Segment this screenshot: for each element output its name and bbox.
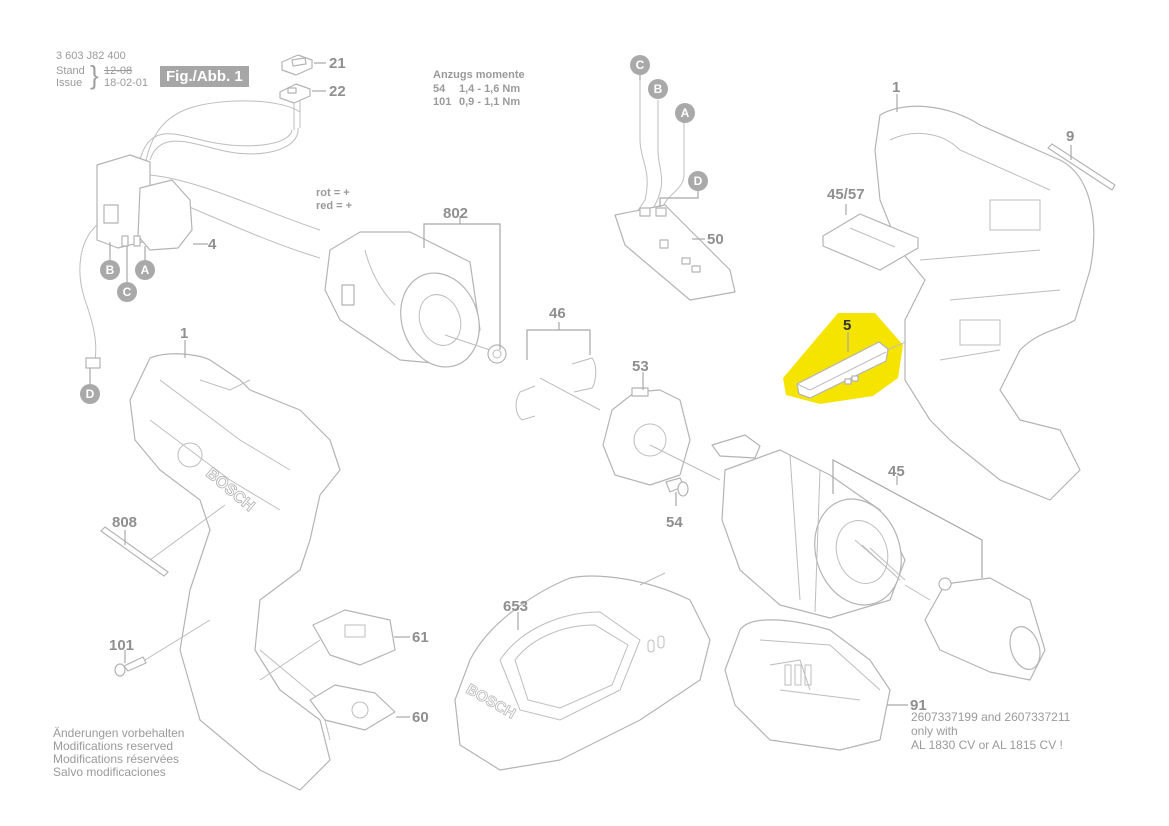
wire: [79, 224, 98, 361]
cable-plug: [85, 357, 101, 369]
wire: [149, 127, 299, 161]
wire-note-line: rot = +: [316, 187, 350, 199]
connector-badge-a: A: [675, 103, 695, 123]
part-46-clip[interactable]: [515, 385, 536, 421]
assembly-line: [539, 377, 601, 411]
part-number-54[interactable]: 54: [666, 514, 683, 531]
part-number-808[interactable]: 808: [112, 514, 137, 531]
part-number-45[interactable]: 45: [888, 463, 905, 480]
part-number-61[interactable]: 61: [412, 629, 429, 646]
part-45-gearbox[interactable]: [711, 434, 915, 619]
wire-note-line: red = +: [316, 200, 353, 212]
part-61-contact-holder[interactable]: [312, 609, 396, 666]
part-number-5[interactable]: 5: [843, 317, 851, 334]
connector-badge-d: D: [80, 384, 100, 404]
connector-badge-c: C: [117, 282, 137, 302]
footer-note-line: Modifications reserved: [53, 739, 174, 753]
battery-note-line: only with: [911, 724, 958, 738]
brace-icon: }: [90, 60, 99, 90]
part-46-clip[interactable]: [571, 357, 597, 393]
part-number-4[interactable]: 4: [208, 236, 217, 253]
part-5-cover-plate[interactable]: [796, 341, 889, 399]
figure-badge: Fig./Abb. 1: [160, 66, 249, 87]
part-802-motor[interactable]: [324, 231, 492, 378]
part-653-charger[interactable]: [454, 572, 711, 771]
part-50-circuit-board[interactable]: [614, 204, 736, 301]
leader-bracket: [832, 458, 983, 578]
footer-note-line: Modifications réservées: [53, 752, 180, 766]
wire-a: [661, 118, 685, 211]
part-54-screw[interactable]: [665, 477, 689, 497]
torque-row-part: 101: [433, 96, 452, 108]
part-number-45-57[interactable]: 45/57: [827, 186, 865, 203]
svg-text:D: D: [86, 387, 95, 401]
part-number-653[interactable]: 653: [503, 598, 528, 615]
svg-text:A: A: [141, 263, 150, 277]
torque-row-value: 1,4 - 1,6 Nm: [459, 83, 521, 95]
battery-note-line: AL 1830 CV or AL 1815 CV !: [911, 738, 1063, 752]
torque-title: Anzugs momente: [433, 69, 525, 81]
part-1-right-housing-half[interactable]: [874, 105, 1095, 501]
part-number-50[interactable]: 50: [707, 231, 724, 248]
leader-bracket: [423, 223, 501, 350]
connector-badge-c: C: [630, 55, 650, 75]
leader-bracket: [526, 329, 591, 360]
torque-row-value: 0,9 - 1,1 Nm: [459, 96, 521, 108]
footer-note-line: Änderungen vorbehalten: [53, 726, 185, 740]
svg-text:B: B: [654, 82, 663, 96]
issue-value: 18-02-01: [104, 77, 149, 89]
part-number-802[interactable]: 802: [443, 205, 468, 222]
wire-c: [634, 80, 648, 216]
connector-badge-b: B: [100, 260, 120, 280]
torque-row-part: 54: [433, 83, 446, 95]
wire: [149, 174, 321, 231]
svg-text:B: B: [106, 263, 115, 277]
part-number-60[interactable]: 60: [412, 709, 429, 726]
assembly-line: [649, 444, 721, 481]
svg-text:A: A: [681, 106, 690, 120]
svg-text:C: C: [636, 58, 645, 72]
connector-badge-b: B: [648, 79, 668, 99]
part-number-53[interactable]: 53: [632, 358, 649, 375]
svg-text:D: D: [694, 174, 703, 188]
part-number-101[interactable]: 101: [109, 637, 134, 654]
assembly-line: [259, 639, 321, 681]
part-number-46[interactable]: 46: [549, 305, 566, 322]
part-number-91[interactable]: 91: [910, 697, 927, 714]
motor-pinion-gear: [487, 344, 507, 364]
part-45-57-slider[interactable]: [822, 213, 919, 271]
document-number: 3 603 J82 400: [56, 50, 126, 62]
svg-text:C: C: [123, 285, 132, 299]
part-4-switch[interactable]: [96, 154, 193, 251]
leader-line: [659, 190, 699, 207]
part-808-strip[interactable]: [100, 526, 169, 577]
stand-value: 12-08: [104, 65, 133, 77]
part-number-9[interactable]: 9: [1066, 128, 1074, 145]
connector-badge-d: D: [688, 171, 708, 191]
assembly-line: [904, 584, 931, 601]
wire: [144, 100, 301, 166]
part-number-22[interactable]: 22: [329, 83, 346, 100]
issue-label: Issue: [56, 77, 83, 89]
part-number-21[interactable]: 21: [329, 55, 346, 72]
wire: [139, 129, 293, 161]
part-60-contact-holder[interactable]: [309, 684, 396, 731]
part-number-1-right[interactable]: 1: [892, 79, 900, 96]
wire-b: [647, 100, 663, 219]
part-101-screw[interactable]: [114, 656, 147, 677]
part-53-flange[interactable]: [602, 387, 691, 486]
footer-note-line: Salvo modificaciones: [53, 765, 166, 779]
connector-badge-a: A: [135, 260, 155, 280]
assembly-line: [149, 504, 226, 561]
part-91-battery[interactable]: [724, 619, 891, 751]
drill-chuck: [924, 577, 1046, 681]
battery-note-line: 2607337199 and 2607337211: [911, 710, 1071, 724]
part-9-strip[interactable]: [1047, 143, 1116, 191]
part-22-holder[interactable]: [279, 83, 311, 130]
part-number-1-left[interactable]: 1: [180, 325, 188, 342]
part-21-cap[interactable]: [281, 54, 313, 76]
assembly-line: [144, 619, 211, 661]
stand-label: Stand: [56, 65, 85, 77]
